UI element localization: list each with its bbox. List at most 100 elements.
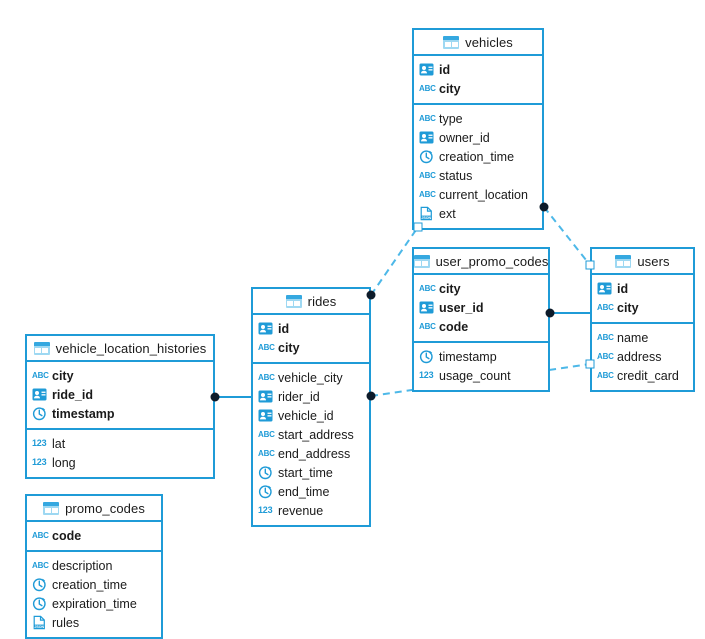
column-section: 123 lat 123 long — [27, 430, 213, 477]
field-name: address — [617, 349, 662, 364]
clock-icon — [419, 349, 434, 364]
field-row: timestamp — [27, 404, 213, 423]
field-name: rules — [52, 615, 80, 630]
field-name: timestamp — [52, 406, 115, 421]
endpoint-dot — [210, 392, 220, 402]
table-header[interactable]: rides — [253, 289, 369, 315]
abc-icon: ABC — [419, 84, 436, 93]
field-name: owner_id — [439, 130, 490, 145]
badge-icon — [419, 62, 434, 77]
field-row: 123 long — [27, 453, 213, 472]
endpoint-square — [585, 260, 595, 270]
field-name: lat — [52, 436, 66, 451]
clock-icon — [419, 149, 434, 164]
table-grid-icon — [443, 35, 460, 49]
abc-icon: ABC — [32, 561, 49, 570]
clock-icon — [258, 465, 273, 480]
clock-icon — [32, 577, 47, 592]
field-name: city — [439, 281, 461, 296]
field-name: status — [439, 168, 473, 183]
field-name: start_address — [278, 427, 354, 442]
abc-icon: ABC — [419, 114, 436, 123]
abc-icon: ABC — [597, 371, 614, 380]
endpoint-square — [585, 359, 595, 369]
table-header[interactable]: vehicle_location_histories — [27, 336, 213, 362]
field-name: city — [52, 368, 74, 383]
field-name: vehicle_id — [278, 408, 334, 423]
table-header[interactable]: user_promo_codes — [413, 249, 548, 275]
relationship-rides-to-vehicles — [370, 226, 419, 296]
endpoint-dot — [366, 391, 376, 401]
num-icon: 123 — [32, 438, 47, 448]
field-row: creation_time — [414, 147, 542, 166]
field-name: expiration_time — [52, 596, 137, 611]
abc-icon: ABC — [419, 171, 436, 180]
endpoint-dot — [366, 290, 376, 300]
table-grid-icon — [285, 294, 302, 308]
field-name: credit_card — [617, 368, 679, 383]
badge-icon — [32, 387, 47, 402]
abc-icon: ABC — [597, 303, 614, 312]
field-name: ext — [439, 206, 456, 221]
field-row: user_id — [414, 298, 548, 317]
field-row: creation_time — [27, 575, 161, 594]
num-icon: 123 — [32, 457, 47, 467]
abc-icon: ABC — [597, 352, 614, 361]
field-row: vehicle_id — [253, 406, 369, 425]
field-name: city — [617, 300, 639, 315]
table-header[interactable]: users — [592, 249, 693, 275]
clock-icon — [258, 484, 273, 499]
badge-icon — [597, 281, 612, 296]
field-row: id — [253, 319, 369, 338]
field-name: revenue — [278, 503, 324, 518]
endpoint-dot — [539, 202, 549, 212]
abc-icon: ABC — [419, 284, 436, 293]
field-row: JSON ext — [414, 204, 542, 223]
field-row: 123 lat — [27, 434, 213, 453]
abc-icon: ABC — [258, 430, 275, 439]
field-row: timestamp — [414, 347, 548, 366]
field-row: id — [592, 279, 693, 298]
table-grid-icon — [615, 254, 632, 268]
field-name: long — [52, 455, 76, 470]
relationship-vehicles-to-users — [543, 206, 591, 266]
field-name: name — [617, 330, 649, 345]
field-name: code — [439, 319, 469, 334]
field-name: description — [52, 558, 113, 573]
num-icon: 123 — [258, 505, 273, 515]
field-name: id — [617, 281, 629, 296]
field-row: start_time — [253, 463, 369, 482]
field-name: current_location — [439, 187, 528, 202]
json-icon: JSON — [419, 206, 434, 221]
table-header[interactable]: promo_codes — [27, 496, 161, 522]
table-grid-icon — [413, 254, 430, 268]
abc-icon: ABC — [258, 373, 275, 382]
table-header[interactable]: vehicles — [414, 30, 542, 56]
field-name: city — [439, 81, 461, 96]
field-row: owner_id — [414, 128, 542, 147]
num-icon: 123 — [419, 370, 434, 380]
field-name: id — [278, 321, 290, 336]
svg-text:JSON: JSON — [34, 625, 44, 629]
